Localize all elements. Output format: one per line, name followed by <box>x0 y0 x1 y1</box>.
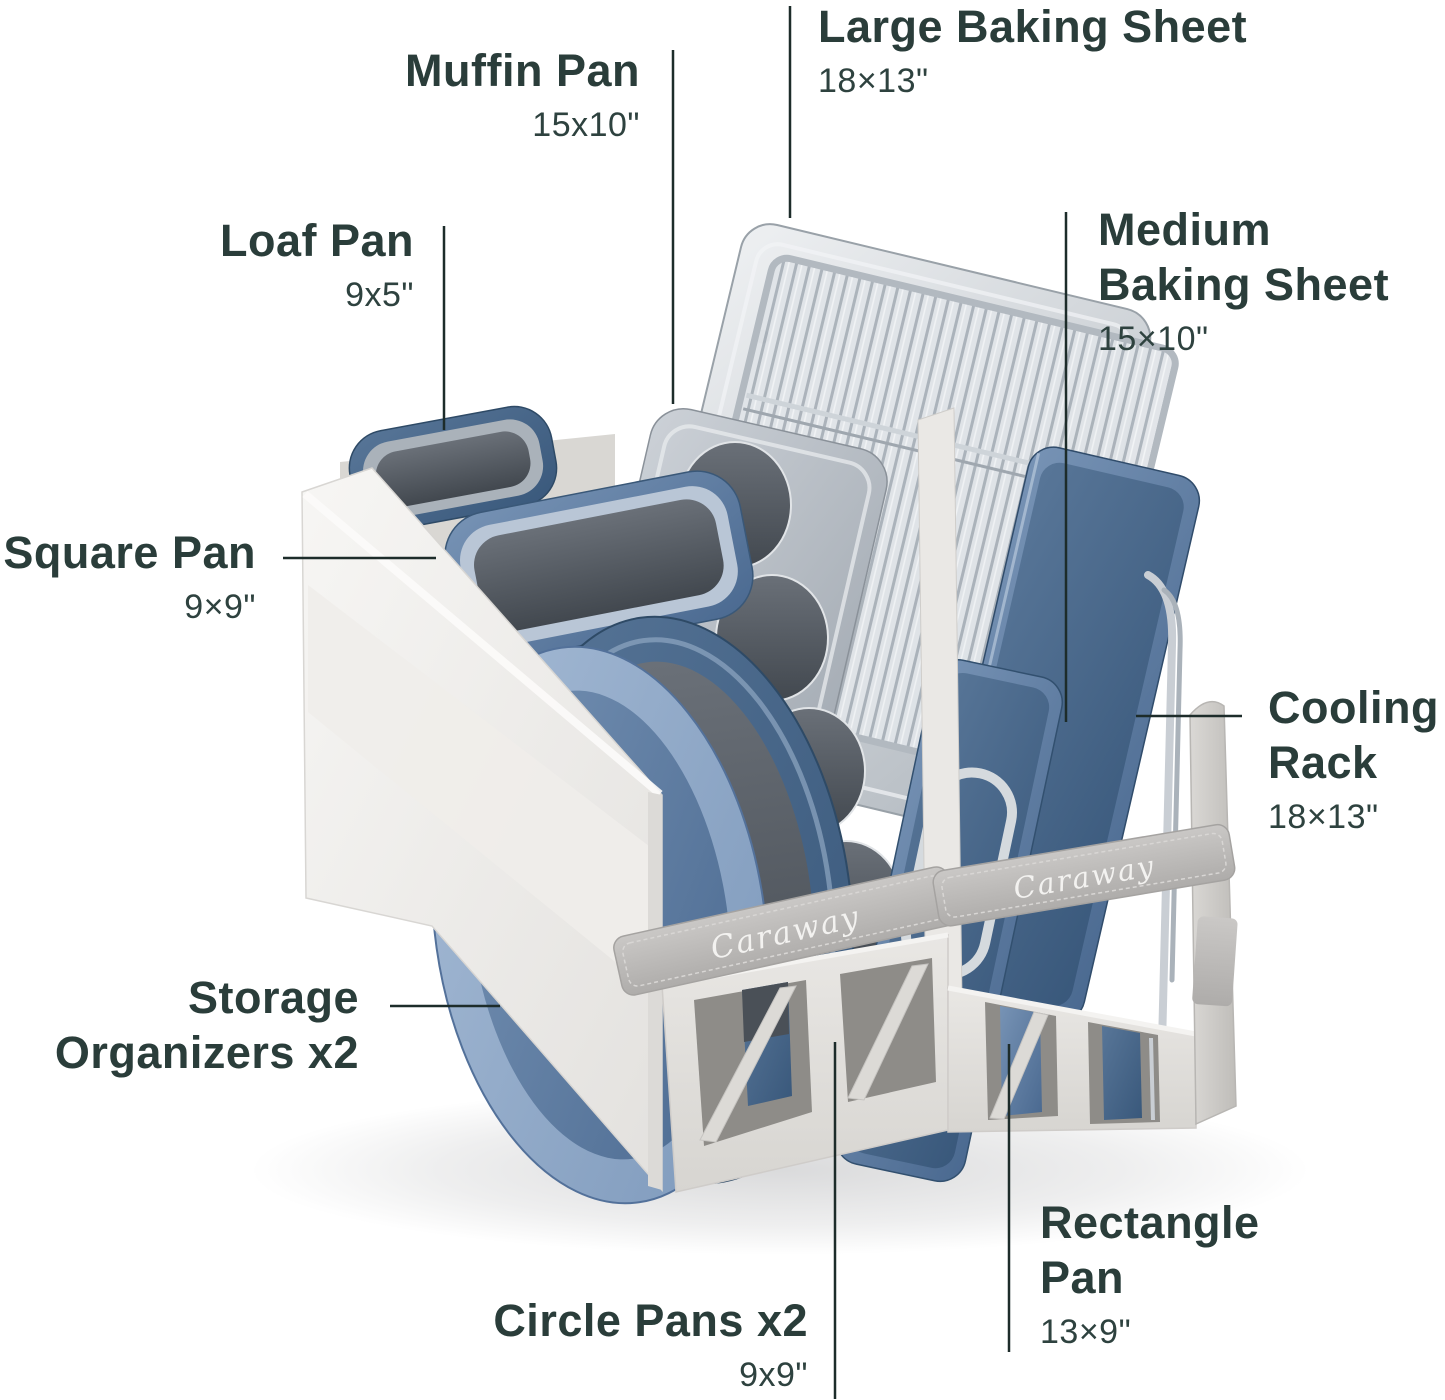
callout-title: Muffin Pan <box>405 45 640 96</box>
callout-circle-pans: Circle Pans x2 9x9" <box>493 1294 808 1395</box>
callout-large-baking-sheet: Large Baking Sheet 18×13" <box>818 0 1247 101</box>
callout-dimension: 18×13" <box>1268 797 1379 836</box>
callout-medium-baking-sheet: Medium Baking Sheet 15×10" <box>1098 203 1408 359</box>
callout-muffin-pan: Muffin Pan 15x10" <box>405 44 640 145</box>
callout-title: Square Pan <box>3 527 256 578</box>
callout-title: Loaf Pan <box>219 215 414 266</box>
slot-divider <box>989 1011 1049 1120</box>
left-organizer-wall <box>301 467 663 1193</box>
slot-divider <box>847 963 929 1101</box>
right-organizer-wall <box>1189 700 1237 1126</box>
callout-dimension: 15×10" <box>1098 319 1209 358</box>
square-pan <box>444 470 754 662</box>
callout-dimension: 9×9" <box>184 587 256 626</box>
cooling-rack-leg-inner <box>1161 587 1183 983</box>
callout-title: Large Baking Sheet <box>818 1 1248 52</box>
callout-dimension: 15x10" <box>532 105 640 144</box>
callout-dimension: 13×9" <box>1040 1312 1132 1351</box>
callout-title: Medium Baking Sheet <box>1098 204 1390 310</box>
callout-title: Storage Organizers x2 <box>54 972 359 1078</box>
callout-title: Circle Pans x2 <box>493 1295 808 1346</box>
strap-side-segment <box>1192 916 1238 1007</box>
callout-rectangle-pan: Rectangle Pan 13×9" <box>1040 1196 1300 1352</box>
loaf-pan <box>348 405 558 531</box>
leader-lines <box>283 6 1242 1399</box>
slot-divider <box>699 985 797 1143</box>
cooling-rack-legs <box>1144 571 1177 1049</box>
callout-dimension: 18×13" <box>818 61 929 100</box>
callout-cooling-rack: Cooling Rack 18×13" <box>1268 681 1445 837</box>
callout-title: Cooling Rack <box>1268 682 1439 788</box>
callout-square-pan: Square Pan 9×9" <box>3 526 256 627</box>
left-organizer-front <box>661 932 949 1193</box>
callout-dimension: 9x5" <box>345 275 414 314</box>
right-organizer-front <box>947 985 1197 1133</box>
callout-storage-organizers: Storage Organizers x2 <box>0 971 359 1081</box>
callout-dimension: 9x9" <box>739 1355 808 1394</box>
callout-loaf-pan: Loaf Pan 9x5" <box>220 214 414 315</box>
callout-title: Rectangle Pan <box>1040 1197 1260 1303</box>
slot-pan-edge <box>1102 1026 1142 1120</box>
